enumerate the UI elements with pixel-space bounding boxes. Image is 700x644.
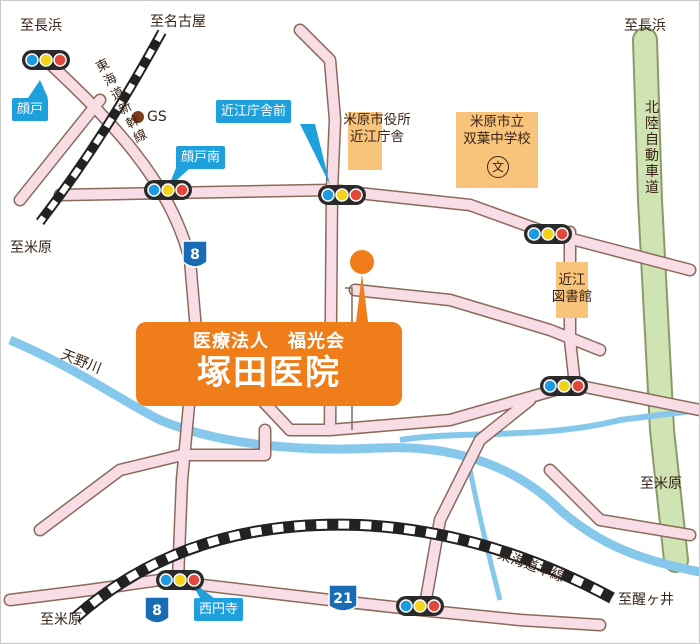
orange-pin-icon — [350, 250, 374, 274]
label-to-samegai: 至醒ヶ井 — [618, 592, 674, 608]
library-building — [556, 262, 588, 318]
route-8-number: 8 — [190, 247, 200, 263]
traffic-light-east-icon — [524, 224, 572, 244]
clinic-corporation: 医療法人 福光会 — [193, 331, 345, 352]
library-name-2: 図書館 — [551, 289, 593, 305]
traffic-light-kaodo-icon — [22, 50, 70, 70]
clinic-callout: 医療法人 福光会 塚田医院 — [136, 322, 402, 406]
school-label: 米原市立 双葉中学校 — [446, 114, 548, 148]
label-to-nagahama-right: 至長浜 — [624, 18, 666, 34]
gas-station-label: GS — [147, 109, 167, 125]
city-hall-branch: 近江庁舎 — [350, 129, 404, 145]
route-8-shield-lower: 8 — [144, 596, 170, 628]
city-hall-building — [348, 112, 382, 170]
label-to-nagahama-left: 至長浜 — [20, 18, 62, 34]
route-8-number: 8 — [152, 603, 162, 619]
library-name-1: 近江 — [558, 272, 586, 288]
library-label: 近江 図書館 — [540, 272, 604, 306]
tag-kaodo: 顔戸 — [12, 98, 49, 121]
traffic-light-route-21-icon — [396, 596, 444, 616]
school-city: 米原市立 — [470, 114, 524, 130]
route-shield-icon — [144, 596, 170, 624]
route-shield-icon — [328, 584, 358, 612]
amano-river — [8, 335, 700, 577]
route-21-number: 21 — [333, 591, 353, 607]
route-21-shield: 21 — [328, 584, 358, 616]
route-8-shield-upper: 8 — [182, 240, 208, 272]
traffic-light-kaodo-minami-icon — [144, 180, 192, 200]
city-hall-name: 米原市役所 — [343, 112, 411, 128]
tag-kaodo-minami: 顔戸南 — [176, 146, 226, 169]
tokaido-main-line — [71, 518, 615, 623]
school-name: 双葉中学校 — [463, 131, 531, 147]
traffic-light-saienji-icon — [156, 570, 204, 590]
route-shield-icon — [182, 240, 208, 268]
expressway-label: 北陸自動車道 — [645, 100, 659, 196]
tag-ohmi-chosha-mae: 近江庁舎前 — [216, 100, 292, 123]
clinic-name: 塚田医院 — [197, 353, 341, 393]
label-to-nagoya: 至名古屋 — [150, 14, 206, 30]
tag-saienji: 西円寺 — [194, 598, 244, 621]
city-hall-label: 米原市役所 近江庁舎 — [332, 112, 422, 146]
traffic-light-ohmi-chosha-mae-icon — [318, 185, 366, 205]
traffic-light-river-east-icon — [540, 376, 588, 396]
school-symbol-icon: 文 — [487, 156, 509, 178]
label-to-maibara-left: 至米原 — [10, 240, 52, 256]
label-to-maibara-bottom: 至米原 — [40, 612, 82, 628]
label-to-maibara-right: 至米原 — [640, 476, 682, 492]
gas-station-dot — [132, 111, 144, 123]
